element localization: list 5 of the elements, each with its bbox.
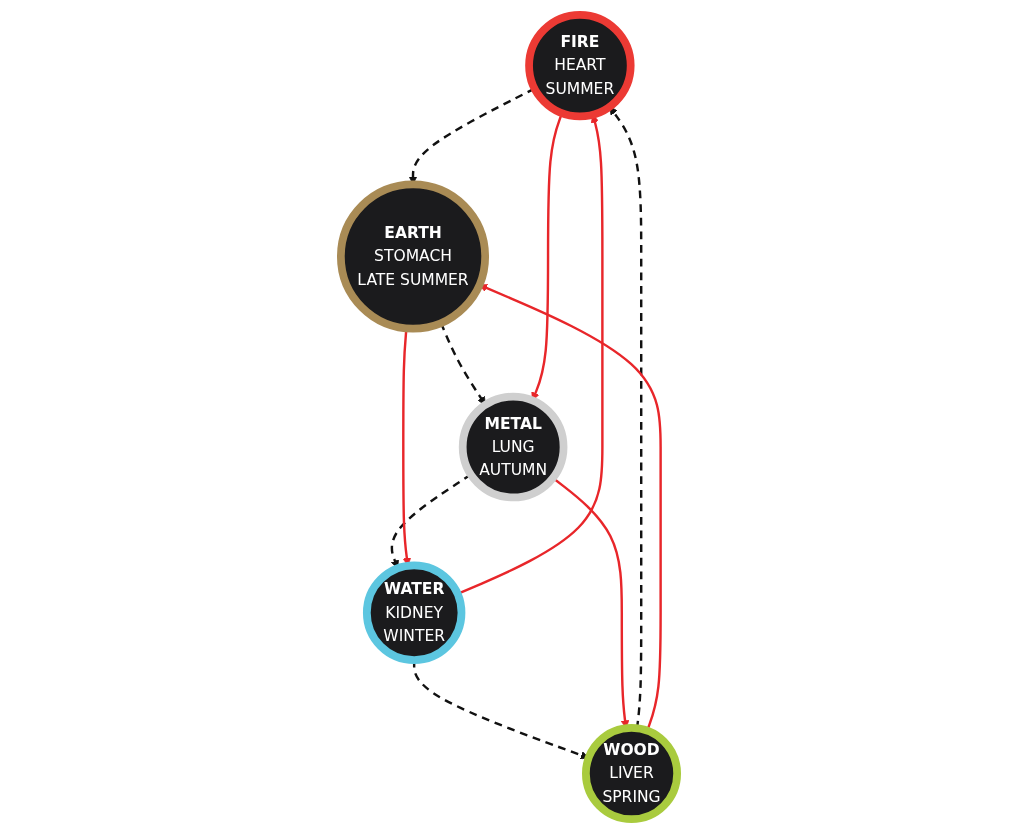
node-circle: WOOD LIVER SPRING xyxy=(581,723,681,823)
node-circle: EARTH STOMACH LATE SUMMER xyxy=(336,179,489,332)
node-circle: METAL LUNG AUTUMN xyxy=(458,392,567,501)
node-circle: WATER KIDNEY WINTER xyxy=(362,561,465,664)
node-circle: FIRE HEART SUMMER xyxy=(524,10,635,120)
